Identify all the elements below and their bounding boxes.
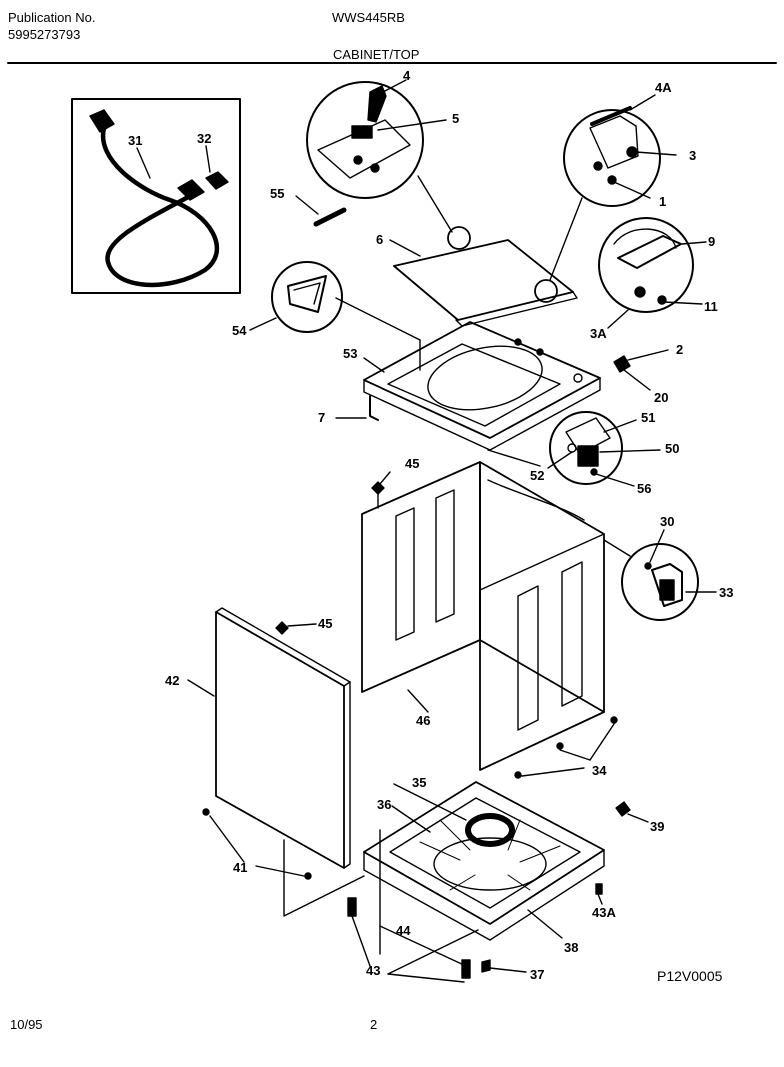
callout-1: 1 bbox=[659, 194, 666, 209]
callout-36: 36 bbox=[377, 797, 391, 812]
callout-50: 50 bbox=[665, 441, 679, 456]
screw-45-top bbox=[371, 471, 391, 509]
callout-37: 37 bbox=[530, 967, 544, 982]
part-2-20 bbox=[613, 349, 669, 391]
callout-20: 20 bbox=[654, 390, 668, 405]
callout-6: 6 bbox=[376, 232, 383, 247]
power-cord-inset bbox=[71, 98, 241, 294]
page-number: 2 bbox=[370, 1017, 378, 1032]
callout-33: 33 bbox=[719, 585, 733, 600]
callout-42: 42 bbox=[165, 673, 179, 688]
callout-53: 53 bbox=[343, 346, 357, 361]
cabinet-base bbox=[283, 781, 649, 983]
callout-30: 30 bbox=[660, 514, 674, 529]
callout-44: 44 bbox=[396, 923, 411, 938]
lid-panel bbox=[389, 175, 583, 327]
callout-45-side: 45 bbox=[318, 616, 332, 631]
front-panel bbox=[187, 607, 351, 880]
callout-labels: 31 32 4 5 4A 3 1 55 6 9 11 3A 54 53 2 20… bbox=[128, 68, 733, 982]
callout-2: 2 bbox=[676, 342, 683, 357]
callout-7: 7 bbox=[318, 410, 325, 425]
callout-45-top: 45 bbox=[405, 456, 419, 471]
hinge-detail-right bbox=[563, 94, 677, 207]
callout-4a: 4A bbox=[655, 80, 672, 95]
callout-46: 46 bbox=[416, 713, 430, 728]
bleach-dispenser-detail bbox=[249, 261, 421, 371]
callout-4: 4 bbox=[403, 68, 411, 83]
callout-41: 41 bbox=[233, 860, 247, 875]
callout-9: 9 bbox=[708, 234, 715, 249]
callout-3a: 3A bbox=[590, 326, 607, 341]
callout-52: 52 bbox=[530, 468, 544, 483]
cabinet-body bbox=[361, 461, 631, 779]
callout-31: 31 bbox=[128, 133, 142, 148]
callout-34: 34 bbox=[592, 763, 607, 778]
callout-54: 54 bbox=[232, 323, 247, 338]
callout-32: 32 bbox=[197, 131, 211, 146]
screw-45-side bbox=[275, 621, 317, 635]
callout-56: 56 bbox=[637, 481, 651, 496]
lid-hinge-detail bbox=[306, 79, 447, 199]
lid-switch-detail bbox=[598, 217, 707, 329]
model-number: WWS445RB bbox=[332, 10, 405, 25]
callout-11: 11 bbox=[704, 299, 718, 314]
callout-55: 55 bbox=[270, 186, 284, 201]
figure-code: P12V0005 bbox=[657, 968, 723, 984]
callout-43a: 43A bbox=[592, 905, 616, 920]
publication-label: Publication No. bbox=[8, 10, 96, 25]
callout-38: 38 bbox=[564, 940, 578, 955]
spring-55 bbox=[295, 195, 347, 227]
lid-lock-detail bbox=[487, 411, 661, 487]
callout-39: 39 bbox=[650, 819, 664, 834]
cabinet-top bbox=[335, 321, 601, 451]
footer-date: 10/95 bbox=[10, 1017, 43, 1032]
callout-3: 3 bbox=[689, 148, 696, 163]
hinge-bracket-detail bbox=[621, 529, 717, 621]
publication-number: 5995273793 bbox=[8, 27, 81, 42]
callout-5: 5 bbox=[452, 111, 459, 126]
section-title: CABINET/TOP bbox=[333, 47, 420, 62]
callout-35: 35 bbox=[412, 775, 426, 790]
callout-43: 43 bbox=[366, 963, 380, 978]
callout-51: 51 bbox=[641, 410, 655, 425]
